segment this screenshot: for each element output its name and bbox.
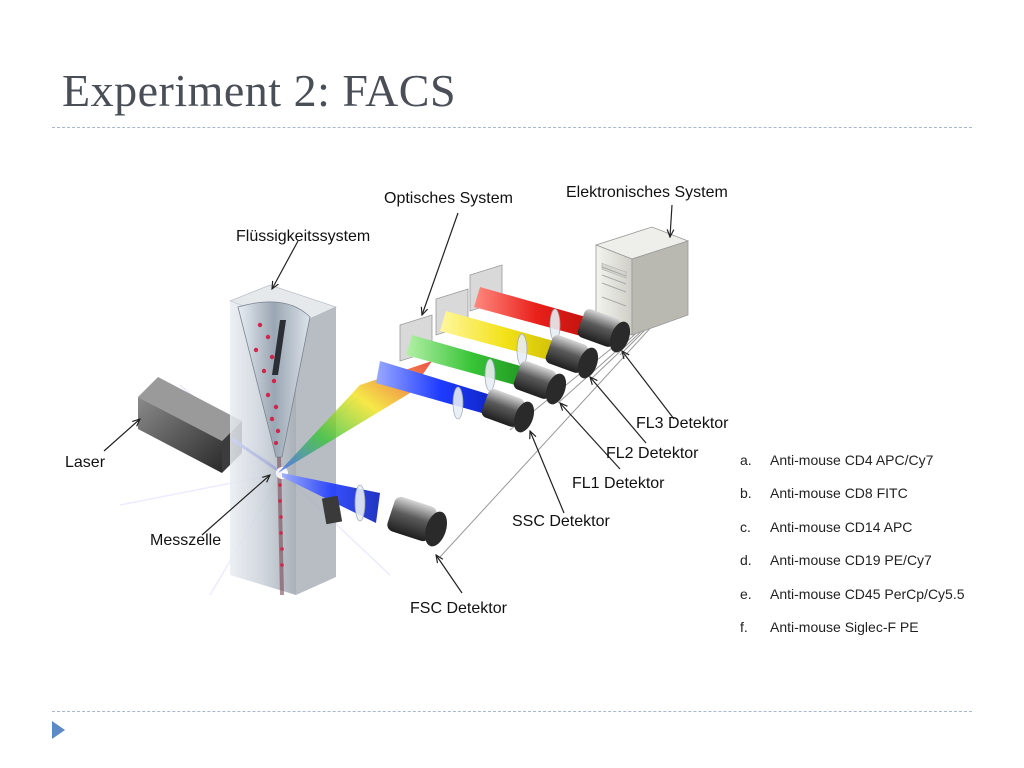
detector-fl3 bbox=[577, 309, 631, 353]
list-item: e.Anti-mouse CD45 PerCp/Cy5.5 bbox=[740, 585, 965, 602]
list-item: c.Anti-mouse CD14 APC bbox=[740, 518, 913, 535]
computer-icon bbox=[594, 226, 690, 336]
facs-diagram: Optisches System Elektronisches System F… bbox=[65, 184, 729, 617]
label-fsc-detektor: FSC Detektor bbox=[410, 600, 508, 617]
label-optisches-system: Optisches System bbox=[384, 190, 513, 207]
beam-green bbox=[406, 335, 538, 389]
lenses bbox=[354, 308, 561, 522]
list-item: f.Anti-mouse Siglec-F PE bbox=[740, 618, 919, 635]
slide-title: Experiment 2: FACS bbox=[62, 65, 457, 116]
label-fl1-detektor: FL1 Detektor bbox=[572, 475, 665, 492]
label-messzelle: Messzelle bbox=[150, 532, 221, 549]
label-laser: Laser bbox=[65, 454, 106, 471]
label-fluessigkeitssystem: Flüssigkeitssystem bbox=[236, 228, 370, 245]
list-item: b.Anti-mouse CD8 FITC bbox=[740, 485, 908, 502]
emission-fan bbox=[278, 361, 432, 473]
detector-ssc bbox=[481, 389, 535, 433]
cell-particles bbox=[253, 322, 284, 567]
label-fl3-detektor: FL3 Detektor bbox=[636, 415, 729, 432]
title-divider bbox=[52, 127, 972, 128]
footer-divider bbox=[52, 711, 972, 712]
label-pointers bbox=[103, 204, 675, 594]
beam-blue bbox=[376, 361, 504, 417]
list-item: d.Anti-mouse CD19 PE/Cy7 bbox=[740, 552, 932, 569]
antibody-list: a.Anti-mouse CD4 APC/Cy7 b.Anti-mouse CD… bbox=[740, 452, 965, 652]
label-fl2-detektor: FL2 Detektor bbox=[606, 445, 699, 462]
flow-cell bbox=[228, 284, 338, 596]
laser-source bbox=[138, 377, 242, 473]
label-elektronisches-system: Elektronisches System bbox=[566, 184, 728, 201]
detector-fl1 bbox=[513, 361, 567, 405]
detector-fsc bbox=[387, 496, 448, 547]
beam-red bbox=[474, 287, 600, 339]
list-item: a.Anti-mouse CD4 APC/Cy7 bbox=[740, 452, 934, 468]
detector-fl2 bbox=[545, 335, 599, 379]
bullet-triangle-icon bbox=[52, 721, 65, 739]
beam-yellow bbox=[440, 311, 568, 363]
fsc-filter bbox=[321, 495, 343, 525]
label-ssc-detektor: SSC Detektor bbox=[512, 513, 610, 530]
